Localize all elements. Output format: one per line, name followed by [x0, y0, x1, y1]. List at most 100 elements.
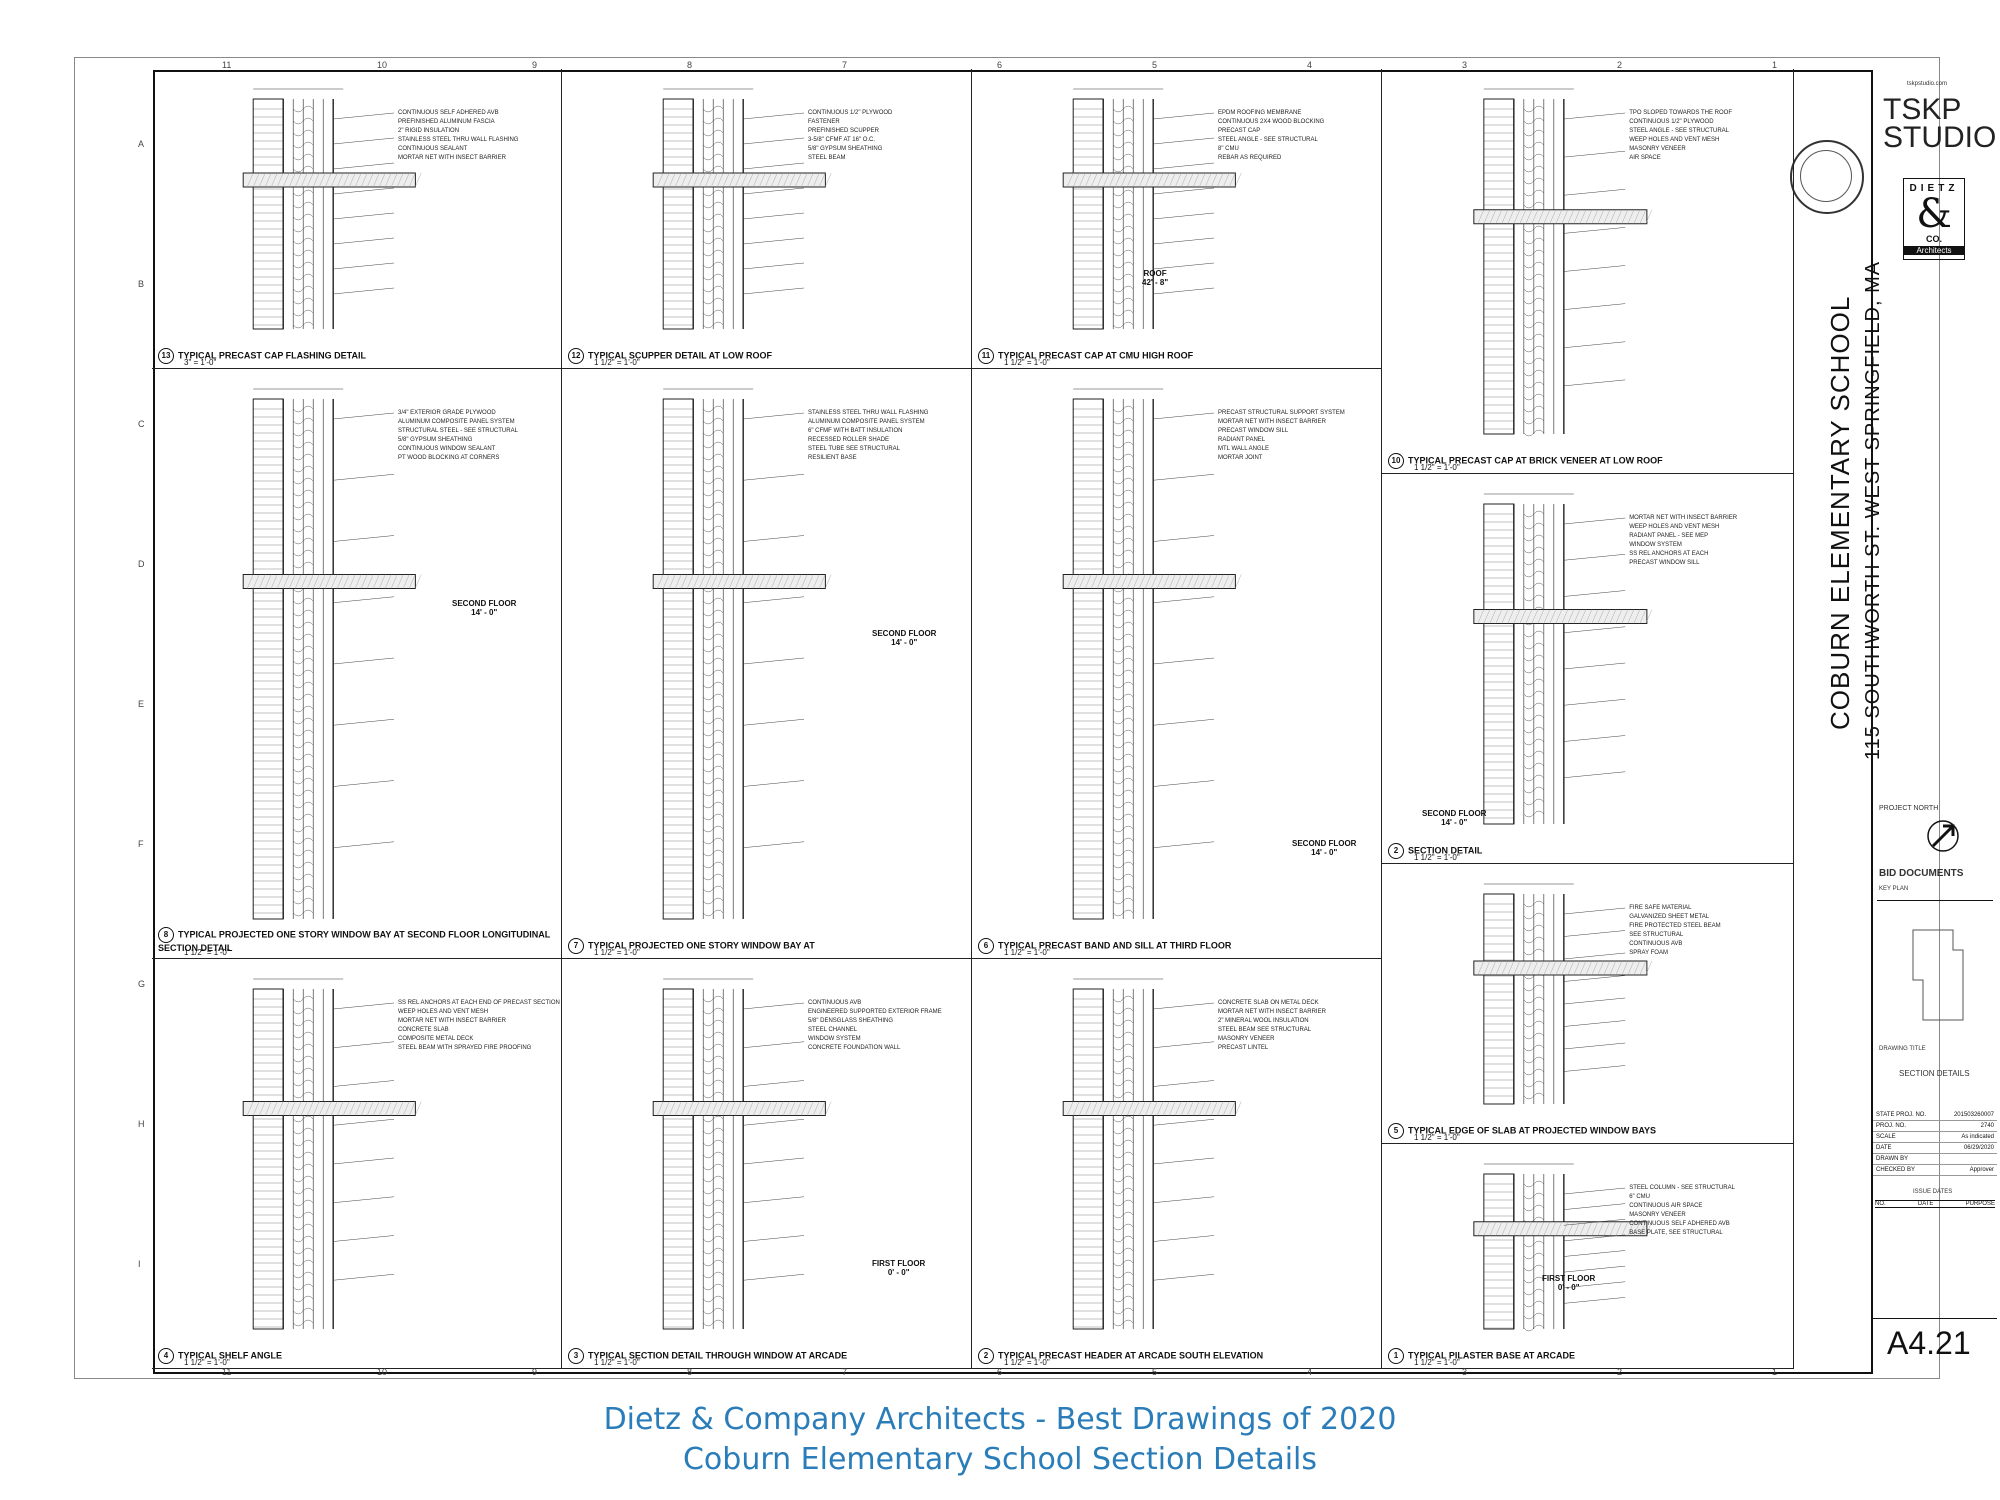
detail-number-bubble: 2 — [1388, 843, 1404, 859]
detail-number-bubble: 5 — [1388, 1123, 1404, 1139]
section-drawing — [652, 978, 832, 1330]
section-drawing — [1473, 1163, 1653, 1332]
grid-row-label: C — [138, 419, 145, 429]
issue-dates-label: ISSUE DATES — [1913, 1189, 1953, 1195]
info-label: SCALE — [1876, 1134, 1896, 1140]
detail-scale: 1 1/2" = 1'-0" — [1414, 1133, 1460, 1142]
section-drawing — [1473, 493, 1653, 825]
section-drawing — [1062, 88, 1242, 330]
grid-column-label: 3 — [1462, 60, 1468, 70]
detail-title-text: TYPICAL PILASTER BASE AT ARCADE — [1408, 1350, 1576, 1361]
floor-level-elevation: 14' - 0" — [1441, 818, 1468, 827]
detail-panel: STEEL COLUMN - SEE STRUCTURAL 6" CMU CON… — [1382, 1144, 1794, 1369]
detail-title-text: TYPICAL PRECAST CAP AT CMU HIGH ROOF — [998, 350, 1194, 361]
section-drawing — [1062, 978, 1242, 1330]
divider — [1877, 900, 1993, 901]
detail-number-bubble: 12 — [568, 348, 584, 364]
grid-row-label: G — [138, 979, 146, 989]
detail-number-bubble: 11 — [978, 348, 994, 364]
detail-scale: 1 1/2" = 1'-0" — [1414, 463, 1460, 472]
grid-column-label: 5 — [1152, 60, 1158, 70]
detail-panel: CONTINUOUS AVB ENGINEERED SUPPORTED EXTE… — [562, 959, 972, 1369]
info-label: DRAWN BY — [1876, 1156, 1909, 1162]
grid-column-label: 3 — [1462, 1367, 1468, 1377]
detail-title-text: TYPICAL PRECAST HEADER AT ARCADE SOUTH E… — [998, 1350, 1264, 1361]
grid-column-label: 11 — [222, 60, 232, 70]
detail-notes: FIRE SAFE MATERIAL GALVANIZED SHEET META… — [1629, 905, 1721, 956]
grid-column-label: 7 — [842, 60, 848, 70]
school-name: COBURN ELEMENTARY SCHOOL — [1825, 295, 1855, 730]
detail-title-text: TYPICAL PRECAST BAND AND SILL AT THIRD F… — [998, 940, 1232, 951]
grid-column-label: 10 — [377, 1367, 388, 1377]
section-drawing — [652, 388, 832, 920]
detail-panel: CONTINUOUS 1/2" PLYWOOD FASTENER PREFINI… — [562, 69, 972, 369]
detail-panel: TPO SLOPED TOWARDS THE ROOF CONTINUOUS 1… — [1382, 69, 1794, 474]
grid-column-label: 11 — [222, 1367, 232, 1377]
dietz-name: DIETZ — [1909, 183, 1959, 194]
website-text: tskpstudio.com — [1907, 81, 1948, 87]
detail-notes: CONTINUOUS AVB ENGINEERED SUPPORTED EXTE… — [808, 1000, 942, 1051]
detail-title-text: TYPICAL SECTION DETAIL THROUGH WINDOW AT… — [588, 1350, 848, 1361]
info-label: STATE PROJ. NO. — [1876, 1112, 1927, 1118]
detail-notes: CONTINUOUS SELF ADHERED AVB PREFINISHED … — [398, 110, 519, 161]
project-info-row: PROJ. NO.2740 — [1873, 1121, 1997, 1132]
caption-line-2: Coburn Elementary School Section Details — [682, 1442, 1318, 1477]
section-drawing — [1062, 388, 1242, 920]
grid-column-label: 2 — [1617, 60, 1623, 70]
firm-logo-dietz: DIETZ & CO. Architects — [1903, 178, 1965, 260]
info-value: 2740 — [1980, 1123, 1994, 1129]
detail-notes: CONCRETE SLAB ON METAL DECK MORTAR NET W… — [1218, 1000, 1326, 1051]
floor-level-name: FIRST FLOOR — [872, 1259, 926, 1268]
detail-notes: 3/4" EXTERIOR GRADE PLYWOOD ALUMINUM COM… — [398, 410, 518, 461]
detail-scale: 1 1/2" = 1'-0" — [1414, 1358, 1460, 1367]
firm-logo-tskp: TSKP STUDIO — [1883, 93, 1997, 154]
info-value: Approver — [1969, 1167, 1994, 1173]
floor-level-name: SECOND FLOOR — [452, 599, 517, 608]
detail-panel: FIRE SAFE MATERIAL GALVANIZED SHEET META… — [1382, 864, 1794, 1144]
detail-panel: CONCRETE SLAB ON METAL DECK MORTAR NET W… — [972, 959, 1382, 1369]
project-info-row: STATE PROJ. NO.201503260007 — [1873, 1110, 1997, 1121]
floor-level-name: SECOND FLOOR — [872, 629, 937, 638]
detail-number-bubble: 6 — [978, 938, 994, 954]
floor-level-elevation: 42' - 8" — [1142, 278, 1169, 287]
floor-level-name: FIRST FLOOR — [1542, 1274, 1596, 1283]
project-info-row: DRAWN BY — [1873, 1154, 1997, 1165]
key-plan-label: KEY PLAN — [1879, 886, 1909, 892]
floor-level-name: ROOF — [1143, 269, 1167, 278]
detail-scale: 1 1/2" = 1'-0" — [1004, 358, 1050, 367]
grid-column-label: 6 — [997, 60, 1003, 70]
grid-row-label: B — [138, 279, 145, 289]
grid-row-label: F — [138, 839, 144, 849]
detail-scale: 1 1/2" = 1'-0" — [1004, 1358, 1050, 1367]
grid-column-label: 9 — [532, 60, 538, 70]
grid-column-label: 2 — [1617, 1367, 1623, 1377]
grid-column-label: 8 — [687, 60, 693, 70]
grid-column-label: 10 — [377, 60, 388, 70]
grid-column-label: 4 — [1307, 1367, 1313, 1377]
dietz-architects: Architects — [1904, 246, 1964, 255]
detail-number-bubble: 10 — [1388, 453, 1404, 469]
detail-title-text: TYPICAL SCUPPER DETAIL AT LOW ROOF — [588, 350, 773, 361]
divider — [1873, 1318, 1997, 1319]
grid-row-label: D — [138, 559, 145, 569]
detail-panel: PRECAST STRUCTURAL SUPPORT SYSTEM MORTAR… — [972, 369, 1382, 959]
detail-panel: SS REL ANCHORS AT EACH END OF PRECAST SE… — [152, 959, 562, 1369]
title-block: tskpstudio.com TSKP STUDIO DIETZ & CO. A… — [1871, 70, 1997, 1370]
detail-scale: 1 1/2" = 1'-0" — [184, 948, 230, 957]
detail-scale: 1 1/2" = 1'-0" — [1414, 853, 1460, 862]
grid-column-label: 1 — [1772, 1367, 1778, 1377]
